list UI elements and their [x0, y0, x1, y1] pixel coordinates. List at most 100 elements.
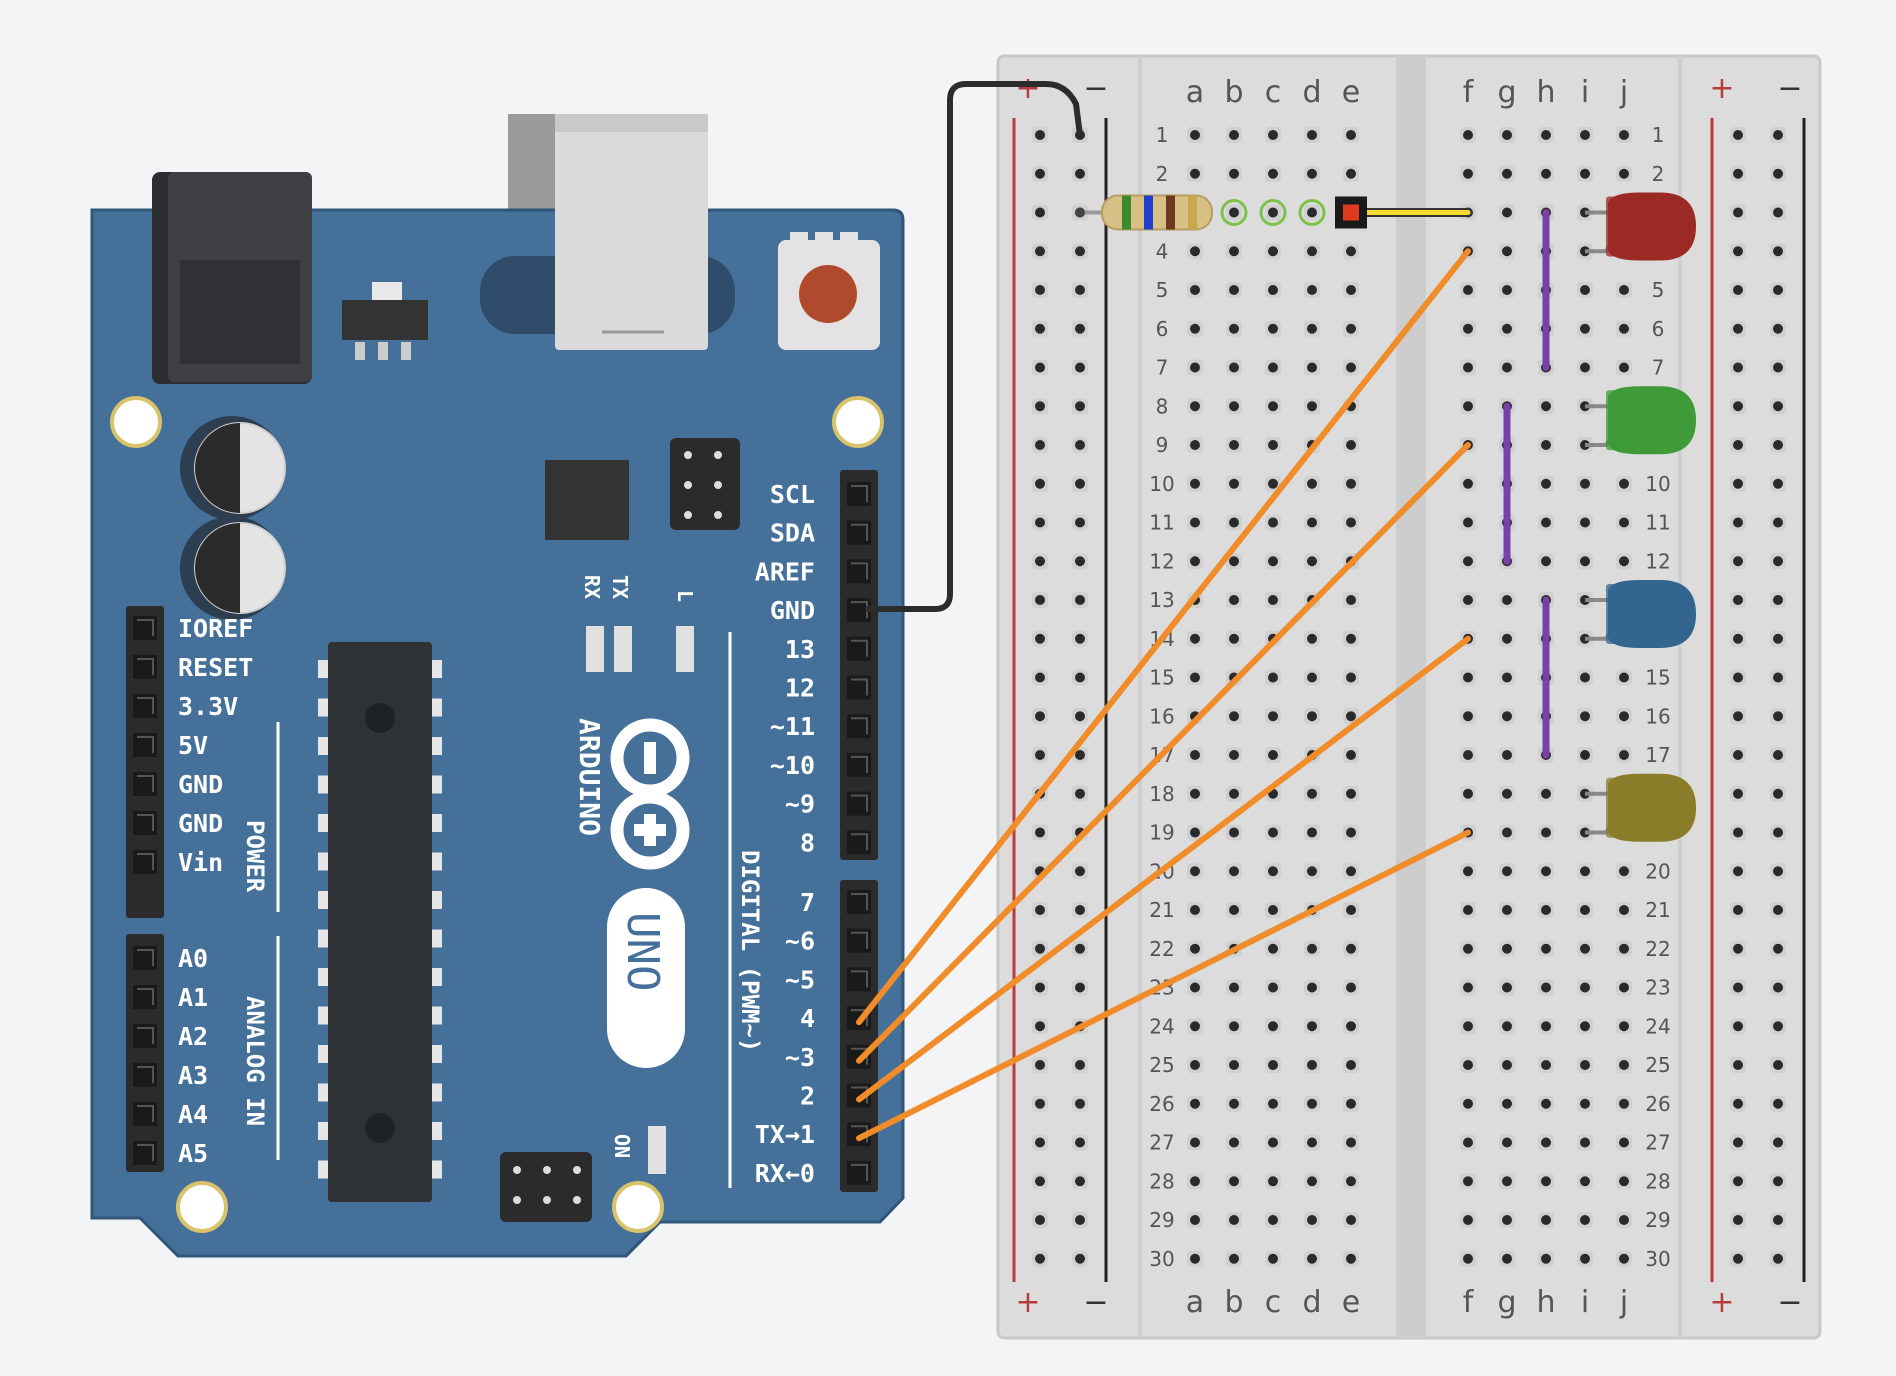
column-label: h: [1536, 75, 1555, 110]
row-label: 1: [1652, 123, 1665, 147]
digital-pin-label: SCL: [770, 480, 815, 509]
digital-pin-label: SDA: [770, 519, 815, 548]
power-jack: [152, 172, 312, 384]
power-pin-label: IOREF: [178, 614, 253, 643]
status-leds: [586, 626, 694, 1174]
wire-pin4[interactable]: [856, 248, 1471, 1026]
row-label: 16: [1645, 704, 1670, 728]
digital-pin-label: 13: [785, 635, 815, 664]
wire-pin3[interactable]: [856, 442, 1471, 1064]
row-label: 26: [1645, 1092, 1670, 1116]
row-label: 19: [1149, 821, 1174, 845]
rail-minus-label: −: [1777, 1285, 1802, 1320]
row-label: 1: [1156, 123, 1169, 147]
row-label: 6: [1652, 317, 1665, 341]
row-label: 10: [1645, 472, 1670, 496]
power-pin-label: 5V: [178, 731, 208, 760]
column-label: e: [1342, 1285, 1360, 1320]
digital-pin-label: 12: [785, 674, 815, 703]
row-label: 21: [1149, 898, 1174, 922]
digital-pin-label: ~9: [785, 790, 815, 819]
analog-group-label: ANALOG IN: [241, 996, 269, 1126]
atmega-chip: [318, 642, 442, 1202]
row-label: 7: [1652, 356, 1665, 380]
analog-pin-label: A1: [178, 983, 208, 1012]
tx-label: TX: [608, 575, 632, 599]
rail-plus-label: +: [1709, 1285, 1734, 1320]
mounting-hole: [176, 1181, 228, 1233]
icsp-header-bottom: [500, 1152, 592, 1222]
blue-led[interactable]: [1585, 580, 1696, 648]
power-pin-label: 3.3V: [178, 692, 238, 721]
analog-pin-label: A3: [178, 1061, 208, 1090]
wire-pin2[interactable]: [856, 635, 1471, 1103]
resistor[interactable]: [1101, 194, 1213, 231]
arduino-uno-board[interactable]: IOREFRESET3.3V5VGNDGNDVinA0A1A2A3A4A5SCL…: [90, 114, 905, 1258]
uno-label: UNO: [617, 912, 668, 991]
icsp-header-top: [670, 438, 740, 530]
row-label: 18: [1149, 782, 1174, 806]
red-led[interactable]: [1585, 192, 1696, 261]
column-label: i: [1581, 1285, 1589, 1320]
digital-pin-label: ~3: [785, 1043, 815, 1072]
wire-pin1[interactable]: [856, 829, 1471, 1142]
digital-pin-label: ~5: [785, 965, 815, 994]
power-pin-label: GND: [178, 770, 223, 799]
rx-label: RX: [580, 575, 604, 599]
row-label: 30: [1645, 1247, 1670, 1271]
row-label: 28: [1645, 1169, 1670, 1193]
row-label: 28: [1149, 1169, 1174, 1193]
row-label: 6: [1156, 317, 1169, 341]
digital-pin-label: AREF: [755, 557, 815, 586]
analog-pin-label: A4: [178, 1100, 208, 1129]
yellow-led[interactable]: [1585, 773, 1696, 842]
analog-pin-label: A0: [178, 944, 208, 973]
green-led[interactable]: [1585, 386, 1696, 455]
row-label: 25: [1645, 1053, 1670, 1077]
row-label: 22: [1645, 937, 1670, 961]
row-label: 23: [1645, 976, 1670, 1000]
analog-pin-label: A5: [178, 1139, 208, 1168]
row-label: 5: [1652, 278, 1665, 302]
row-label: 5: [1156, 278, 1169, 302]
column-label: d: [1302, 75, 1321, 110]
l-label: L: [673, 590, 697, 602]
row-label: 2: [1156, 162, 1169, 186]
row-label: 25: [1149, 1053, 1174, 1077]
highlighted-hole: [1220, 199, 1248, 226]
row-label: 27: [1149, 1131, 1174, 1155]
row-label: 24: [1645, 1014, 1670, 1038]
column-label: j: [1619, 75, 1628, 110]
column-label: j: [1619, 1285, 1628, 1320]
digital-pin-label: ~10: [770, 751, 815, 780]
column-label: g: [1497, 75, 1516, 110]
reset-button[interactable]: [778, 232, 880, 350]
row-label: 24: [1149, 1014, 1174, 1038]
digital-pin-label: GND: [770, 596, 815, 625]
on-label: ON: [610, 1134, 634, 1158]
rail-minus-label: −: [1777, 71, 1802, 106]
digital-pin-label: 7: [800, 888, 815, 917]
row-label: 27: [1645, 1131, 1670, 1155]
arduino-brand-label: ARDUINO: [573, 718, 606, 836]
row-label: 11: [1149, 511, 1174, 535]
row-label: 29: [1645, 1208, 1670, 1232]
row-label: 30: [1149, 1247, 1174, 1271]
digital-pin-label: TX→1: [755, 1120, 815, 1149]
digital-pin-label: 4: [800, 1004, 815, 1033]
column-label: a: [1186, 1285, 1204, 1320]
mounting-hole: [110, 396, 162, 448]
digital-pin-label: RX←0: [755, 1159, 815, 1188]
digital-pin-label: ~6: [785, 927, 815, 956]
gnd-wire[interactable]: [865, 81, 1083, 612]
breadboard[interactable]: 1122334455667788991010111112121313141415…: [996, 54, 1822, 1340]
digital-group-label: DIGITAL (PWM~): [736, 850, 764, 1052]
uno-badge: [607, 888, 685, 1068]
mounting-hole: [832, 396, 884, 448]
digital-pin-label: 8: [800, 828, 815, 857]
power-pin-label: Vin: [178, 848, 223, 877]
row-label: 10: [1149, 472, 1174, 496]
row-label: 26: [1149, 1092, 1174, 1116]
column-label: h: [1536, 1285, 1555, 1320]
